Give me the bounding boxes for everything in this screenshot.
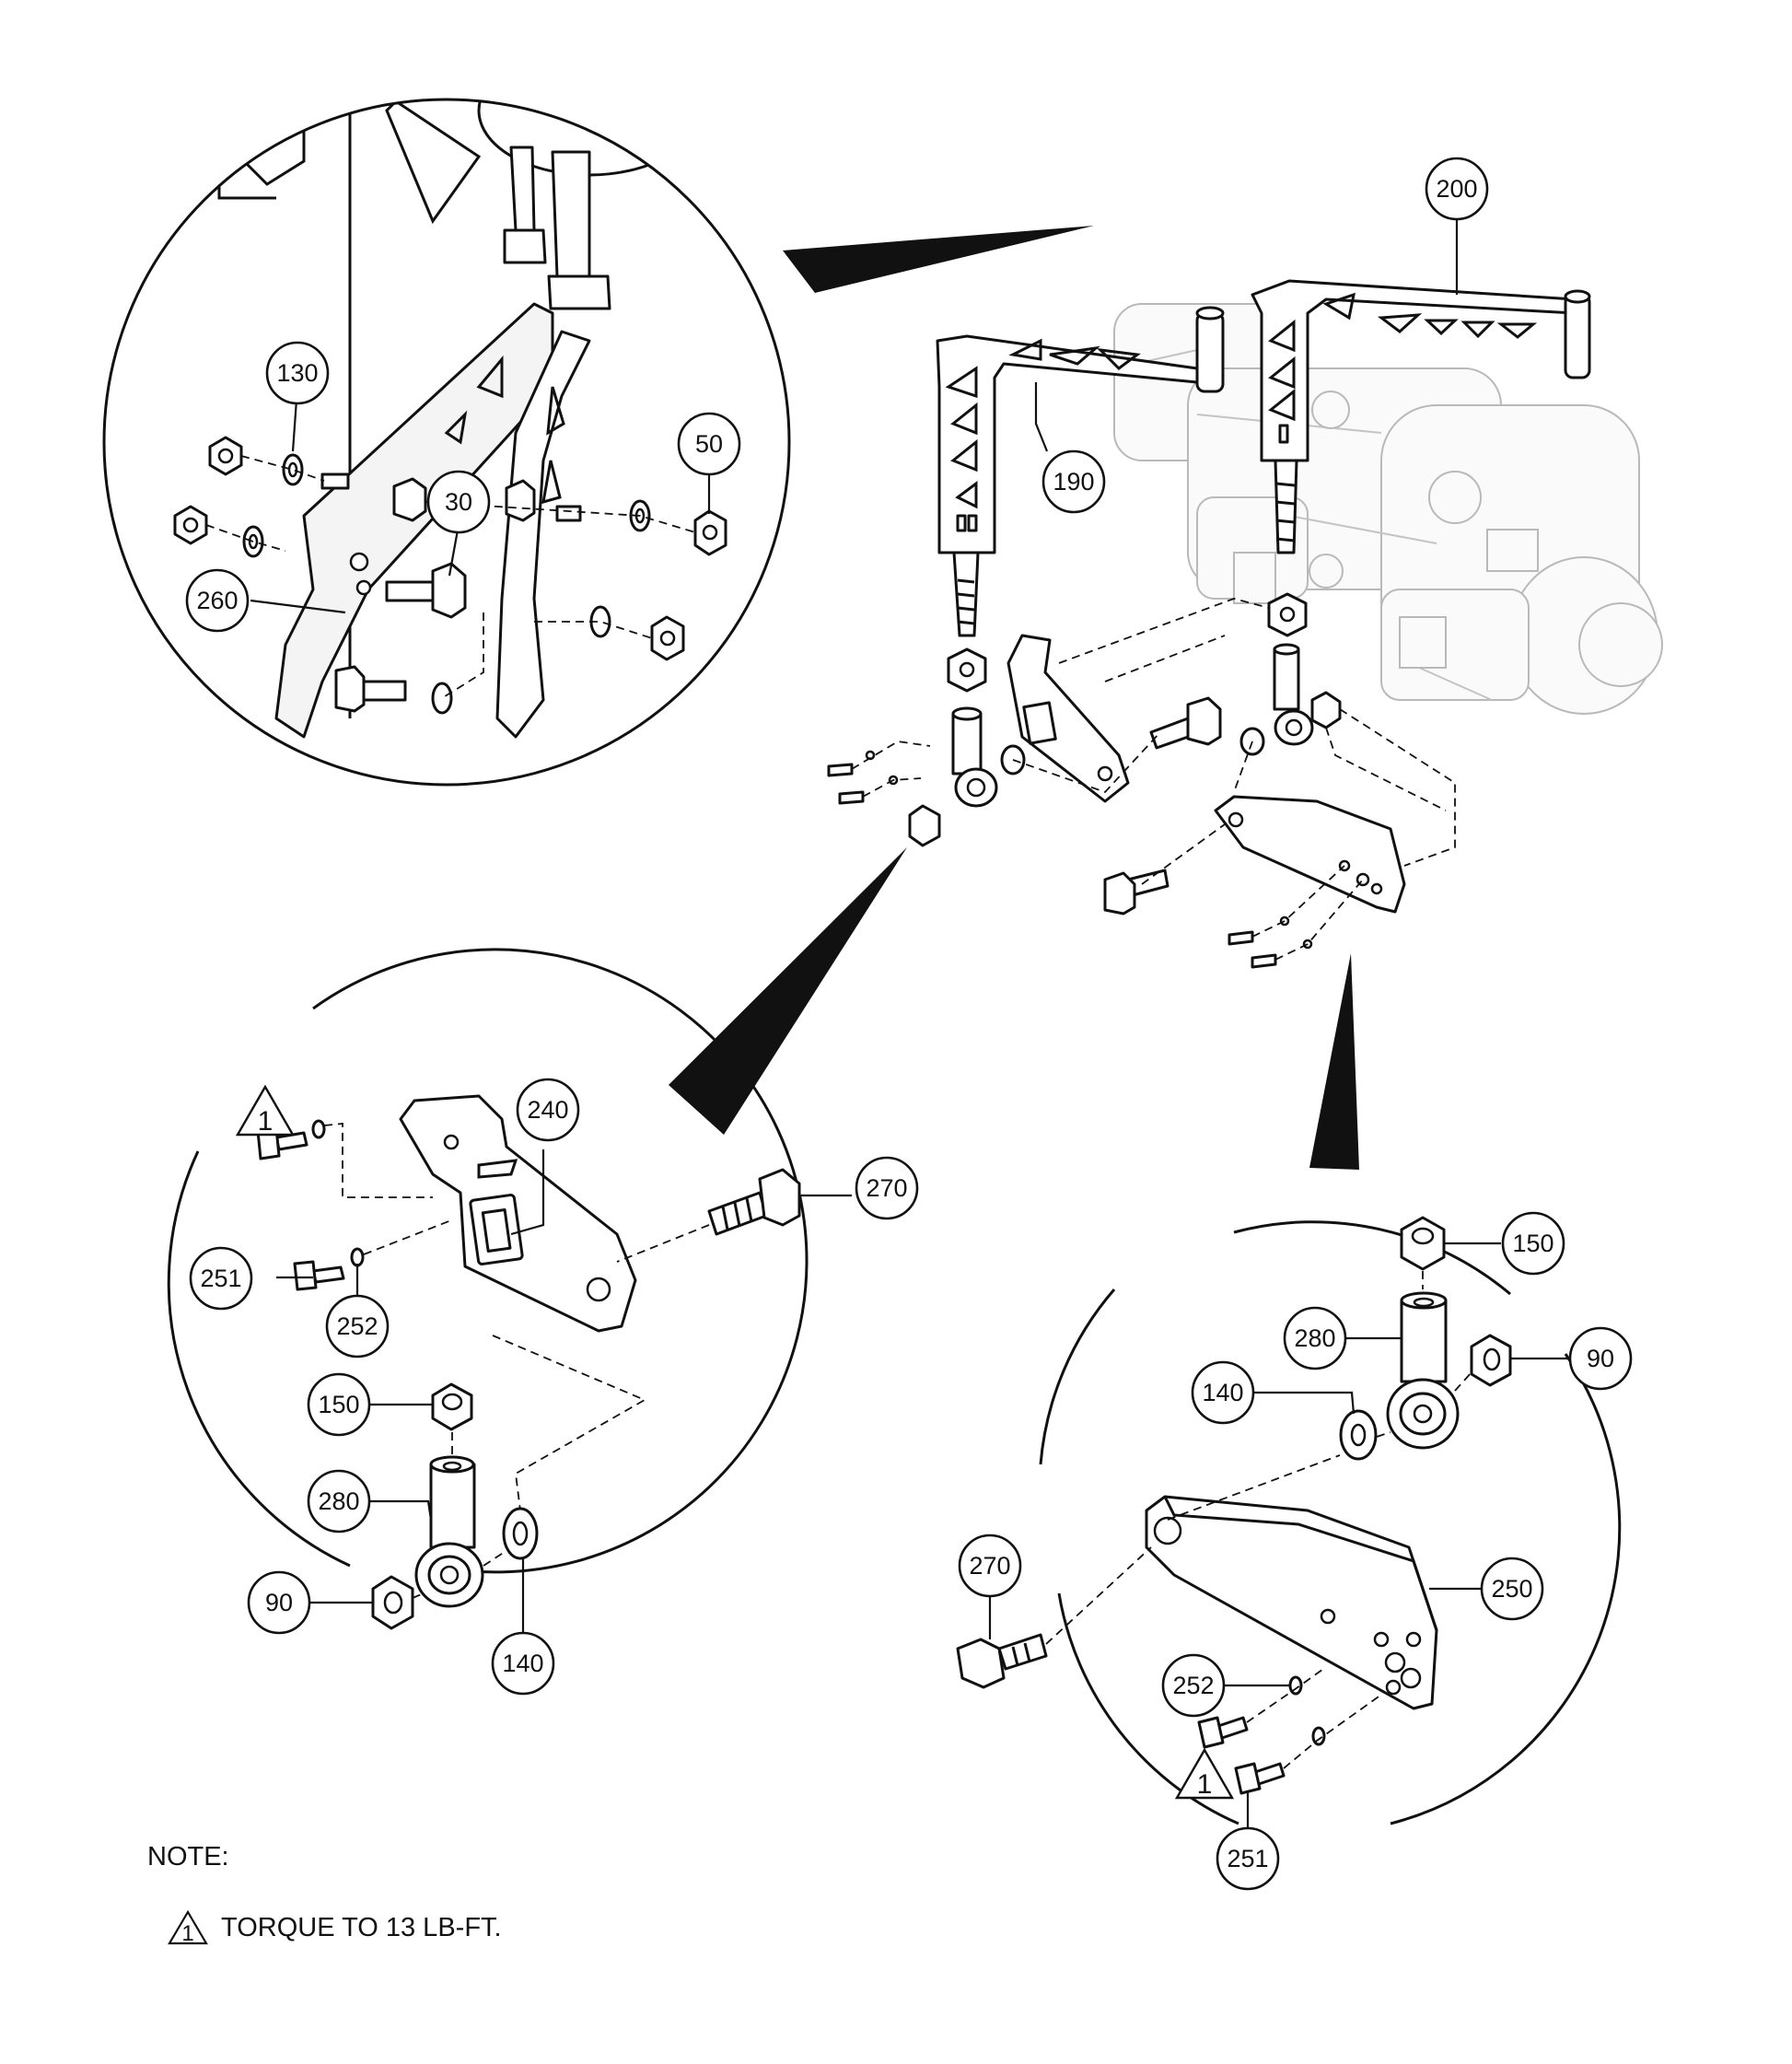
main-assembly bbox=[827, 203, 1663, 969]
svg-text:90: 90 bbox=[1587, 1345, 1614, 1372]
svg-text:240: 240 bbox=[527, 1096, 568, 1124]
bracket-240 bbox=[399, 1094, 637, 1333]
callout-50: 50 bbox=[677, 412, 741, 476]
svg-text:50: 50 bbox=[695, 430, 723, 458]
svg-text:251: 251 bbox=[200, 1265, 241, 1292]
callout-90-right: 90 bbox=[1568, 1326, 1633, 1391]
note-text: TORQUE TO 13 LB-FT. bbox=[221, 1912, 502, 1942]
callout-130: 130 bbox=[265, 341, 330, 405]
torque-marker-left bbox=[235, 1084, 296, 1137]
callout-280-left: 280 bbox=[307, 1469, 371, 1533]
svg-text:260: 260 bbox=[196, 587, 238, 614]
callout-251-right: 251 bbox=[1216, 1826, 1280, 1891]
svg-text:130: 130 bbox=[276, 359, 318, 387]
callout-200: 200 bbox=[1425, 157, 1489, 221]
note-marker-label: 1 bbox=[181, 1921, 193, 1945]
note-line: 1 TORQUE TO 13 LB-FT. bbox=[168, 1910, 502, 1945]
svg-text:270: 270 bbox=[969, 1552, 1010, 1580]
callout-270-right: 270 bbox=[958, 1533, 1022, 1598]
svg-text:190: 190 bbox=[1053, 468, 1094, 496]
svg-text:140: 140 bbox=[1202, 1379, 1243, 1406]
svg-text:280: 280 bbox=[318, 1487, 359, 1515]
connector-top-detail bbox=[783, 226, 1094, 293]
callout-190: 190 bbox=[1041, 449, 1106, 514]
svg-text:200: 200 bbox=[1436, 175, 1477, 203]
svg-text:250: 250 bbox=[1491, 1575, 1532, 1603]
callout-150-left: 150 bbox=[307, 1372, 371, 1437]
torque-marker-left-label: 1 bbox=[258, 1106, 273, 1137]
callout-140-left: 140 bbox=[491, 1631, 555, 1696]
detail-circle-top bbox=[102, 98, 791, 787]
svg-text:252: 252 bbox=[336, 1312, 378, 1340]
detail-connectors bbox=[669, 226, 1359, 1170]
torque-marker-right bbox=[1174, 1747, 1235, 1800]
detail-circle-right bbox=[1233, 1220, 1511, 1296]
rod-end-280-left bbox=[429, 1463, 476, 1549]
callout-90-left: 90 bbox=[247, 1570, 311, 1635]
detail-top-view bbox=[102, 98, 791, 787]
detail-right-view: 1 bbox=[956, 1216, 1622, 1828]
svg-text:252: 252 bbox=[1172, 1672, 1214, 1699]
connector-left-detail bbox=[669, 847, 907, 1135]
callout-252-left: 252 bbox=[325, 1294, 390, 1359]
detail-left-view: 1 bbox=[167, 948, 852, 1635]
callout-280-right: 280 bbox=[1283, 1306, 1347, 1370]
svg-text:270: 270 bbox=[866, 1174, 907, 1202]
callout-260: 260 bbox=[185, 568, 250, 633]
hydraulic-pump-ghost bbox=[1113, 303, 1663, 715]
callout-252-right: 252 bbox=[1161, 1653, 1226, 1718]
note-heading: NOTE: bbox=[147, 1842, 229, 1872]
callout-270-left: 270 bbox=[855, 1156, 919, 1220]
callout-150-right: 150 bbox=[1501, 1211, 1565, 1276]
callout-251-left: 251 bbox=[189, 1246, 253, 1311]
connector-right-detail bbox=[1309, 953, 1359, 1170]
svg-text:140: 140 bbox=[502, 1650, 543, 1677]
svg-text:30: 30 bbox=[445, 488, 472, 516]
callout-140-right: 140 bbox=[1191, 1360, 1255, 1425]
callout-250: 250 bbox=[1480, 1557, 1544, 1621]
callout-30: 30 bbox=[426, 470, 491, 534]
callouts: 130 50 30 260 200 190 240 270 bbox=[185, 157, 1633, 1891]
svg-text:90: 90 bbox=[265, 1589, 293, 1616]
callout-240: 240 bbox=[516, 1078, 580, 1142]
plate-250 bbox=[1145, 1495, 1438, 1710]
svg-text:150: 150 bbox=[318, 1391, 359, 1418]
svg-text:150: 150 bbox=[1512, 1230, 1553, 1257]
torque-marker-right-label: 1 bbox=[1197, 1769, 1213, 1800]
svg-text:251: 251 bbox=[1227, 1845, 1268, 1872]
rod-end-280-right bbox=[1400, 1299, 1448, 1383]
hardware-top bbox=[173, 436, 727, 715]
svg-text:280: 280 bbox=[1294, 1324, 1335, 1352]
bolt-270-right bbox=[997, 1633, 1048, 1671]
torque-marker-note: 1 bbox=[168, 1910, 208, 1945]
